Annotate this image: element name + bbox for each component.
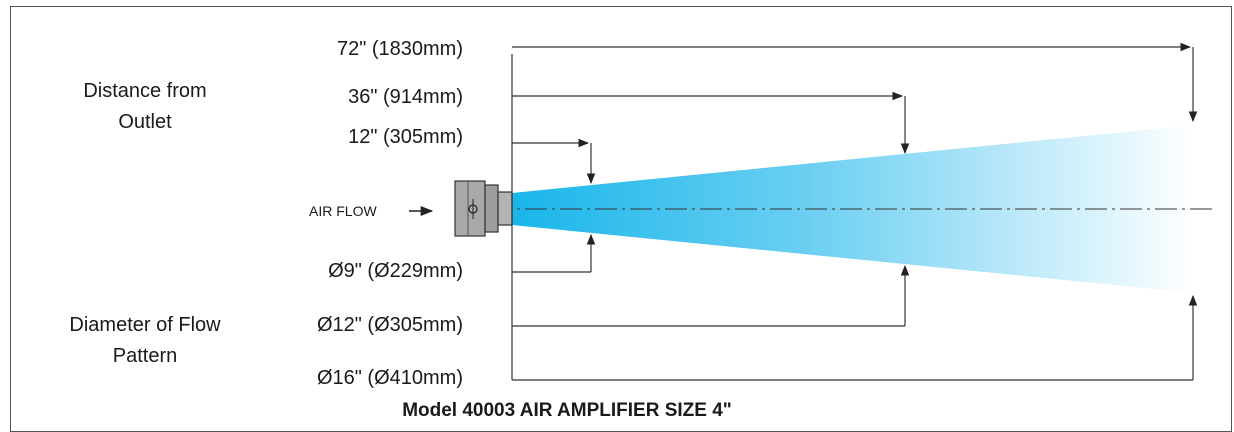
diameter-12-dimension	[512, 264, 910, 327]
diameter-9-dimension	[512, 233, 596, 273]
diameter-16-dimension	[512, 294, 1198, 381]
distance-36-dimension	[512, 91, 910, 155]
air-amplifier-icon	[454, 180, 513, 237]
distance-72-dimension	[512, 42, 1198, 123]
diameter-label-12: Ø12" (Ø305mm)	[317, 314, 463, 336]
distance-label-12: 12" (305mm)	[348, 126, 463, 148]
diameter-label-9: Ø9" (Ø229mm)	[328, 260, 463, 282]
distance-12-dimension	[512, 138, 596, 185]
diameter-heading-line1: Diameter of Flow	[69, 314, 221, 336]
distance-label-36: 36" (914mm)	[348, 86, 463, 108]
air-flow-label: AIR FLOW	[309, 203, 377, 219]
distance-label-72: 72" (1830mm)	[337, 38, 463, 60]
diameter-label-16: Ø16" (Ø410mm)	[317, 367, 463, 389]
distance-heading-line2: Outlet	[118, 111, 172, 133]
diagram-caption: Model 40003 AIR AMPLIFIER SIZE 4"	[402, 400, 732, 421]
diameter-heading-line2: Pattern	[113, 345, 177, 367]
distance-heading-line1: Distance from	[83, 80, 206, 102]
